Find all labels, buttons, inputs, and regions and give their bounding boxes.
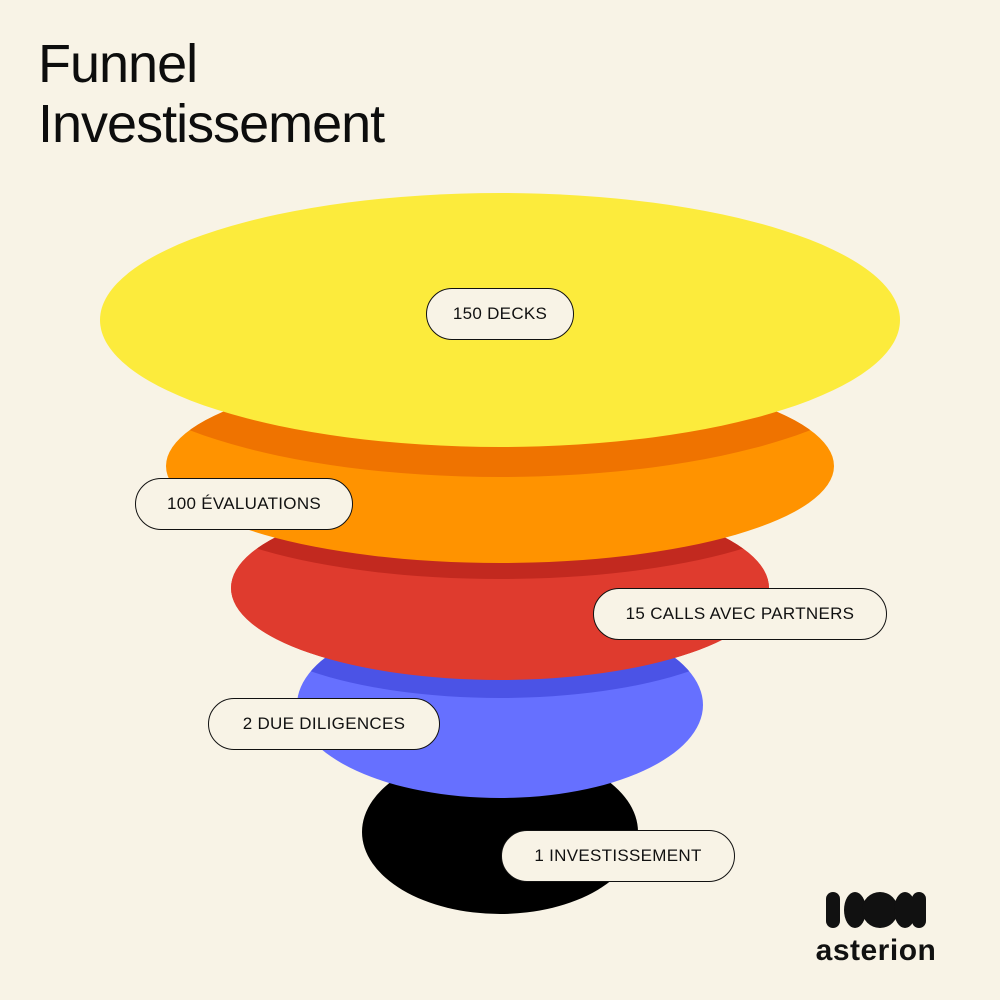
label-due-diligences: 2 DUE DILIGENCES	[208, 698, 440, 750]
asterion-logo: asterion	[796, 890, 956, 970]
logo-mark-icon	[826, 892, 926, 928]
label-calls: 15 CALLS AVEC PARTNERS	[593, 588, 887, 640]
logo-wordmark: asterion	[815, 934, 937, 967]
title-line-2: Investissement	[38, 94, 385, 154]
page-title: Funnel Investissement	[38, 34, 385, 154]
title-line-1: Funnel	[38, 34, 198, 94]
label-decks: 150 DECKS	[426, 288, 574, 340]
label-evaluations: 100 ÉVALUATIONS	[135, 478, 353, 530]
label-investissement: 1 INVESTISSEMENT	[501, 830, 735, 882]
